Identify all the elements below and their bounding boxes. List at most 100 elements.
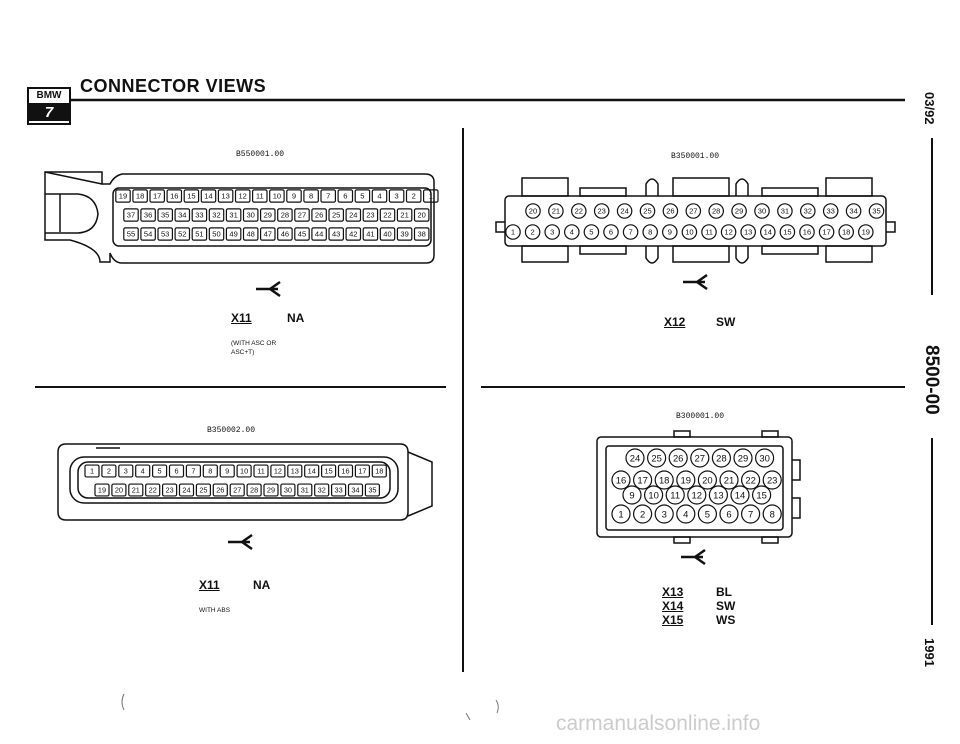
svg-text:23: 23 [366,211,374,220]
pin-50: 50 [208,227,225,241]
svg-text:4: 4 [141,467,145,476]
svg-text:2: 2 [412,192,416,201]
svg-text:5: 5 [589,228,593,237]
pin-10: 10 [681,224,698,240]
pin-27: 27 [294,208,310,222]
svg-text:12: 12 [274,467,282,476]
pin-28: 28 [708,203,724,219]
part-code-x11-asc: B550001.00 [236,150,285,159]
svg-text:27: 27 [298,211,306,220]
pin-54: 54 [140,227,156,241]
pin-29: 29 [731,203,747,219]
pin-20: 20 [697,470,718,490]
pin-23: 23 [762,470,782,490]
svg-text:16: 16 [170,192,178,201]
svg-text:33: 33 [335,486,343,495]
svg-text:53: 53 [161,230,169,239]
pin-23: 23 [362,208,379,222]
pin-20: 20 [111,483,127,497]
svg-text:20: 20 [417,211,425,220]
svg-text:24: 24 [630,453,641,464]
svg-text:32: 32 [318,486,326,495]
pin-35: 35 [868,203,885,219]
svg-text:16: 16 [803,228,811,237]
pin-18: 18 [838,224,854,240]
pin-28: 28 [277,208,293,222]
svg-text:31: 31 [781,207,789,216]
svg-text:36: 36 [144,211,152,220]
pin-13: 13 [708,485,729,505]
svg-text:19: 19 [98,486,106,495]
pin-8: 8 [202,464,218,478]
pin-32: 32 [799,203,816,219]
pin-2: 2 [405,189,422,203]
pin-30: 30 [754,448,775,468]
svg-text:25: 25 [199,486,207,495]
svg-text:6: 6 [726,509,731,520]
svg-text:37: 37 [127,211,135,220]
pin-39: 39 [396,227,413,241]
svg-text:41: 41 [366,230,374,239]
pin-16: 16 [611,470,631,490]
pin-28: 28 [246,483,262,497]
svg-text:4: 4 [377,192,381,201]
svg-text:40: 40 [383,230,391,239]
svg-text:55: 55 [127,230,135,239]
svg-text:52: 52 [178,230,186,239]
svg-text:14: 14 [735,490,746,501]
pin-53: 53 [157,227,173,241]
pin-19: 19 [857,224,874,240]
pin-6: 6 [603,224,619,240]
pin-13: 13 [217,189,234,203]
svg-text:3: 3 [394,192,398,201]
svg-text:32: 32 [212,211,220,220]
svg-text:30: 30 [758,207,766,216]
pin-4: 4 [563,224,580,240]
svg-text:19: 19 [681,475,692,486]
svg-text:13: 13 [744,228,752,237]
pin-34: 34 [845,203,862,219]
svg-text:8: 8 [208,467,212,476]
pin-42: 42 [345,227,362,241]
svg-text:49: 49 [229,230,237,239]
pin-21: 21 [548,203,564,219]
pin-29: 29 [260,208,276,222]
svg-text:7: 7 [326,192,330,201]
svg-text:34: 34 [351,486,359,495]
pin-18: 18 [132,189,148,203]
svg-text:17: 17 [637,475,648,486]
section-number: 8500-00 [921,345,942,415]
color-label-na: NA [287,311,305,325]
svg-text:15: 15 [187,192,195,201]
pin-20: 20 [525,203,541,219]
pin-45: 45 [294,227,310,241]
pin-18: 18 [371,464,387,478]
pin-18: 18 [654,470,674,490]
pin-7: 7 [622,224,639,240]
pin-24: 24 [345,208,362,222]
svg-text:5: 5 [705,509,710,520]
svg-text:21: 21 [132,486,140,495]
connector-label-x13: X13 [662,585,684,599]
svg-text:44: 44 [315,230,323,239]
pin-4: 4 [135,464,151,478]
connector-label-x15: X15 [662,613,684,627]
pin-7: 7 [320,189,336,203]
svg-text:26: 26 [315,211,323,220]
color-label-na-abs: NA [253,578,271,592]
svg-text:7: 7 [748,509,753,520]
svg-text:27: 27 [689,207,697,216]
svg-text:11: 11 [256,192,264,201]
svg-text:1: 1 [90,467,94,476]
pin-5: 5 [583,224,600,240]
svg-text:28: 28 [250,486,258,495]
pin-6: 6 [719,504,739,524]
pin-29: 29 [263,483,279,497]
svg-text:42: 42 [349,230,357,239]
color-label-ws: WS [716,613,736,627]
svg-text:13: 13 [221,192,229,201]
